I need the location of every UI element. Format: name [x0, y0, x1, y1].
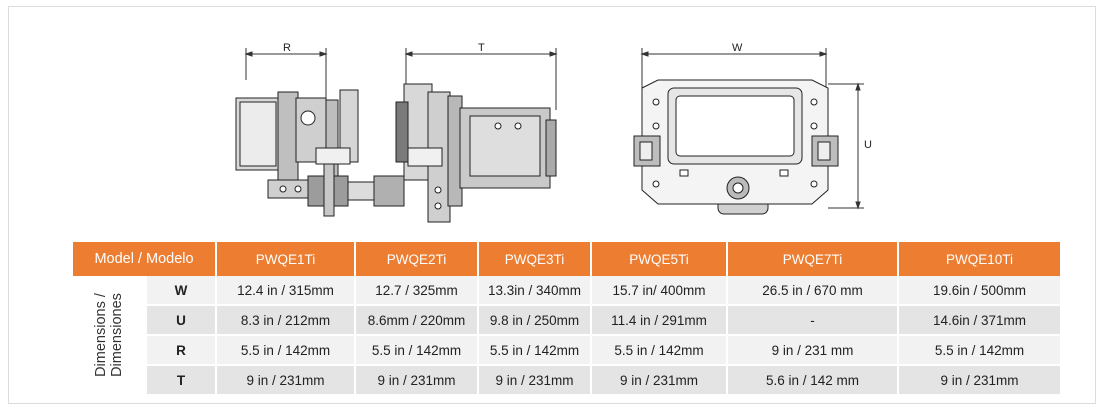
table-row: U 8.3 in / 212mm 8.6mm / 220mm 9.8 in / … [73, 306, 1061, 336]
table-cell: 26.5 in / 670 mm [728, 276, 898, 306]
label-u: U [864, 139, 872, 151]
dimensions-group-label: Dimensions / Dimensiones [73, 276, 145, 396]
table-cell: 9.8 in / 250mm [479, 306, 591, 336]
table-cell: 12.4 in / 315mm [217, 276, 355, 306]
table-cell: 19.6in / 500mm [899, 276, 1061, 306]
dimension-code: R [147, 336, 216, 366]
model-header: Model / Modelo [73, 242, 216, 276]
label-w: W [732, 42, 743, 54]
table-cell: 5.5 in / 142mm [479, 336, 591, 366]
table-header-row: Model / Modelo PWQE1Ti PWQE2Ti PWQE3Ti P… [73, 242, 1061, 276]
table-cell: 8.6mm / 220mm [356, 306, 478, 336]
table-cell: 8.3 in / 212mm [217, 306, 355, 336]
table-cell: 9 in / 231mm [899, 366, 1061, 396]
table-cell: 9 in / 231mm [592, 366, 727, 396]
model-column-header: PWQE1Ti [217, 242, 355, 276]
table-row: R 5.5 in / 142mm 5.5 in / 142mm 5.5 in /… [73, 336, 1061, 366]
table-cell: 9 in / 231mm [356, 366, 478, 396]
table-cell: 9 in / 231mm [479, 366, 591, 396]
label-r: R [283, 42, 291, 54]
table-cell: 5.5 in / 142mm [592, 336, 727, 366]
label-t: T [478, 42, 485, 54]
table-cell: 5.5 in / 142mm [899, 336, 1061, 366]
front-view-drawing: W U [633, 42, 872, 215]
table-cell: - [728, 306, 898, 336]
table-cell: 9 in / 231mm [217, 366, 355, 396]
model-column-header: PWQE7Ti [728, 242, 898, 276]
table-row: Dimensions / Dimensiones W 12.4 in / 315… [73, 276, 1061, 396]
model-column-header: PWQE3Ti [479, 242, 591, 276]
table-cell: 14.6in / 371mm [899, 306, 1061, 336]
table-cell: 5.5 in / 142mm [217, 336, 355, 366]
table-cell: 12.7 / 325mm [356, 276, 478, 306]
table-cell: 15.7 in/ 400mm [592, 276, 727, 306]
dimensions-table: Model / Modelo PWQE1Ti PWQE2Ti PWQE3Ti P… [71, 242, 1062, 396]
side-view-drawing: R T [235, 42, 558, 223]
dimension-code: U [147, 306, 216, 336]
dimension-code: T [147, 366, 216, 396]
group-label-line2: Dimensiones [109, 293, 125, 377]
model-column-header: PWQE2Ti [356, 242, 478, 276]
table-row: T 9 in / 231mm 9 in / 231mm 9 in / 231mm… [73, 366, 1061, 396]
model-column-header: PWQE5Ti [592, 242, 727, 276]
group-label-line1: Dimensions / [93, 293, 109, 377]
table-cell: 9 in / 231 mm [728, 336, 898, 366]
table-cell: 5.6 in / 142 mm [728, 366, 898, 396]
model-column-header: PWQE10Ti [899, 242, 1061, 276]
table-cell: 13.3in / 340mm [479, 276, 591, 306]
table-cell: 5.5 in / 142mm [356, 336, 478, 366]
dimension-code: W [147, 276, 216, 306]
table-cell: 11.4 in / 291mm [592, 306, 727, 336]
